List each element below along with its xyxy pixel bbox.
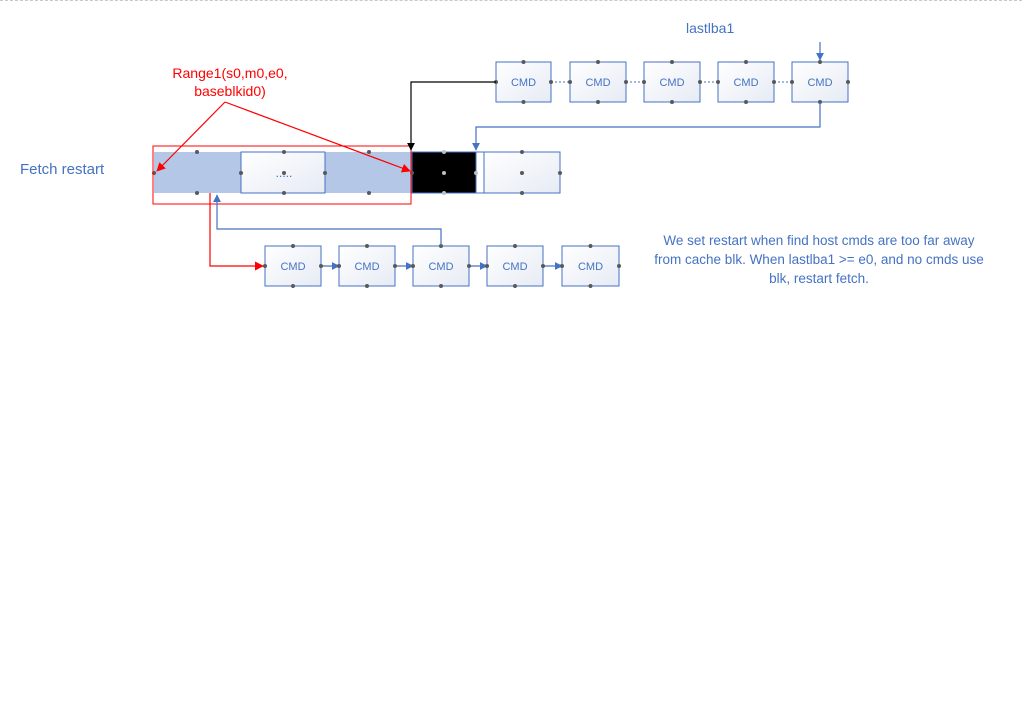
bottom-cmd-1: CMD — [263, 244, 323, 288]
bottom-cmd-3: CMD — [411, 244, 471, 288]
page-top-border — [0, 0, 1022, 1]
bottom-cmd-queue: CMD CMD CMD CMD CMD — [263, 244, 621, 288]
range-end-arrow — [224, 101, 411, 173]
top-cmd-1: CMD — [494, 60, 553, 104]
restart-note-line3: blk, restart fetch. — [769, 271, 869, 286]
range1-label-line1: Range1(s0,m0,e0, — [172, 65, 288, 81]
top-cmd-2-label: CMD — [585, 77, 610, 89]
bottom-cmd-2-label: CMD — [354, 261, 379, 273]
top-cmd-2: CMD — [568, 60, 628, 104]
range-start-arrow — [156, 101, 226, 172]
restart-note-line1: We set restart when find host cmds are t… — [663, 233, 975, 248]
top-queue-tail-connector — [472, 102, 821, 151]
restart-note-line2: from cache blk. When lastlba1 >= e0, and… — [654, 252, 984, 267]
lastlba-label: lastlba1 — [686, 20, 735, 36]
range1-label-line2: baseblkid0) — [194, 83, 266, 99]
bottom-cmd-1-label: CMD — [280, 261, 305, 273]
top-cmd-4-label: CMD — [733, 77, 758, 89]
top-queue-head-connector — [407, 81, 496, 151]
bottom-cmd-5: CMD — [560, 244, 621, 288]
bottom-cmd-4: CMD — [485, 244, 545, 288]
top-cmd-3: CMD — [642, 60, 702, 104]
top-cmd-3-label: CMD — [659, 77, 684, 89]
restart-note: We set restart when find host cmds are t… — [636, 231, 1002, 288]
cache-block-buffer: ..... — [152, 145, 562, 205]
bottom-cmd-4-label: CMD — [502, 261, 527, 273]
top-cmd-5-label: CMD — [807, 77, 832, 89]
top-cmd-1-label: CMD — [511, 77, 536, 89]
range1-label: Range1(s0,m0,e0, baseblkid0) — [150, 64, 310, 100]
range1-outline — [152, 145, 412, 205]
range-to-bottom-queue-connector — [209, 193, 264, 271]
bottom-cmd-5-label: CMD — [578, 261, 603, 273]
fetch-restart-title: Fetch restart — [20, 161, 105, 178]
top-cmd-4: CMD — [716, 60, 776, 104]
bottom-queue-return-connector — [213, 194, 442, 246]
top-cmd-queue: CMD CMD CMD CMD CMD — [494, 60, 850, 104]
top-cmd-5: CMD — [790, 60, 850, 104]
bottom-cmd-3-label: CMD — [428, 261, 453, 273]
bottom-cmd-2: CMD — [337, 244, 397, 288]
